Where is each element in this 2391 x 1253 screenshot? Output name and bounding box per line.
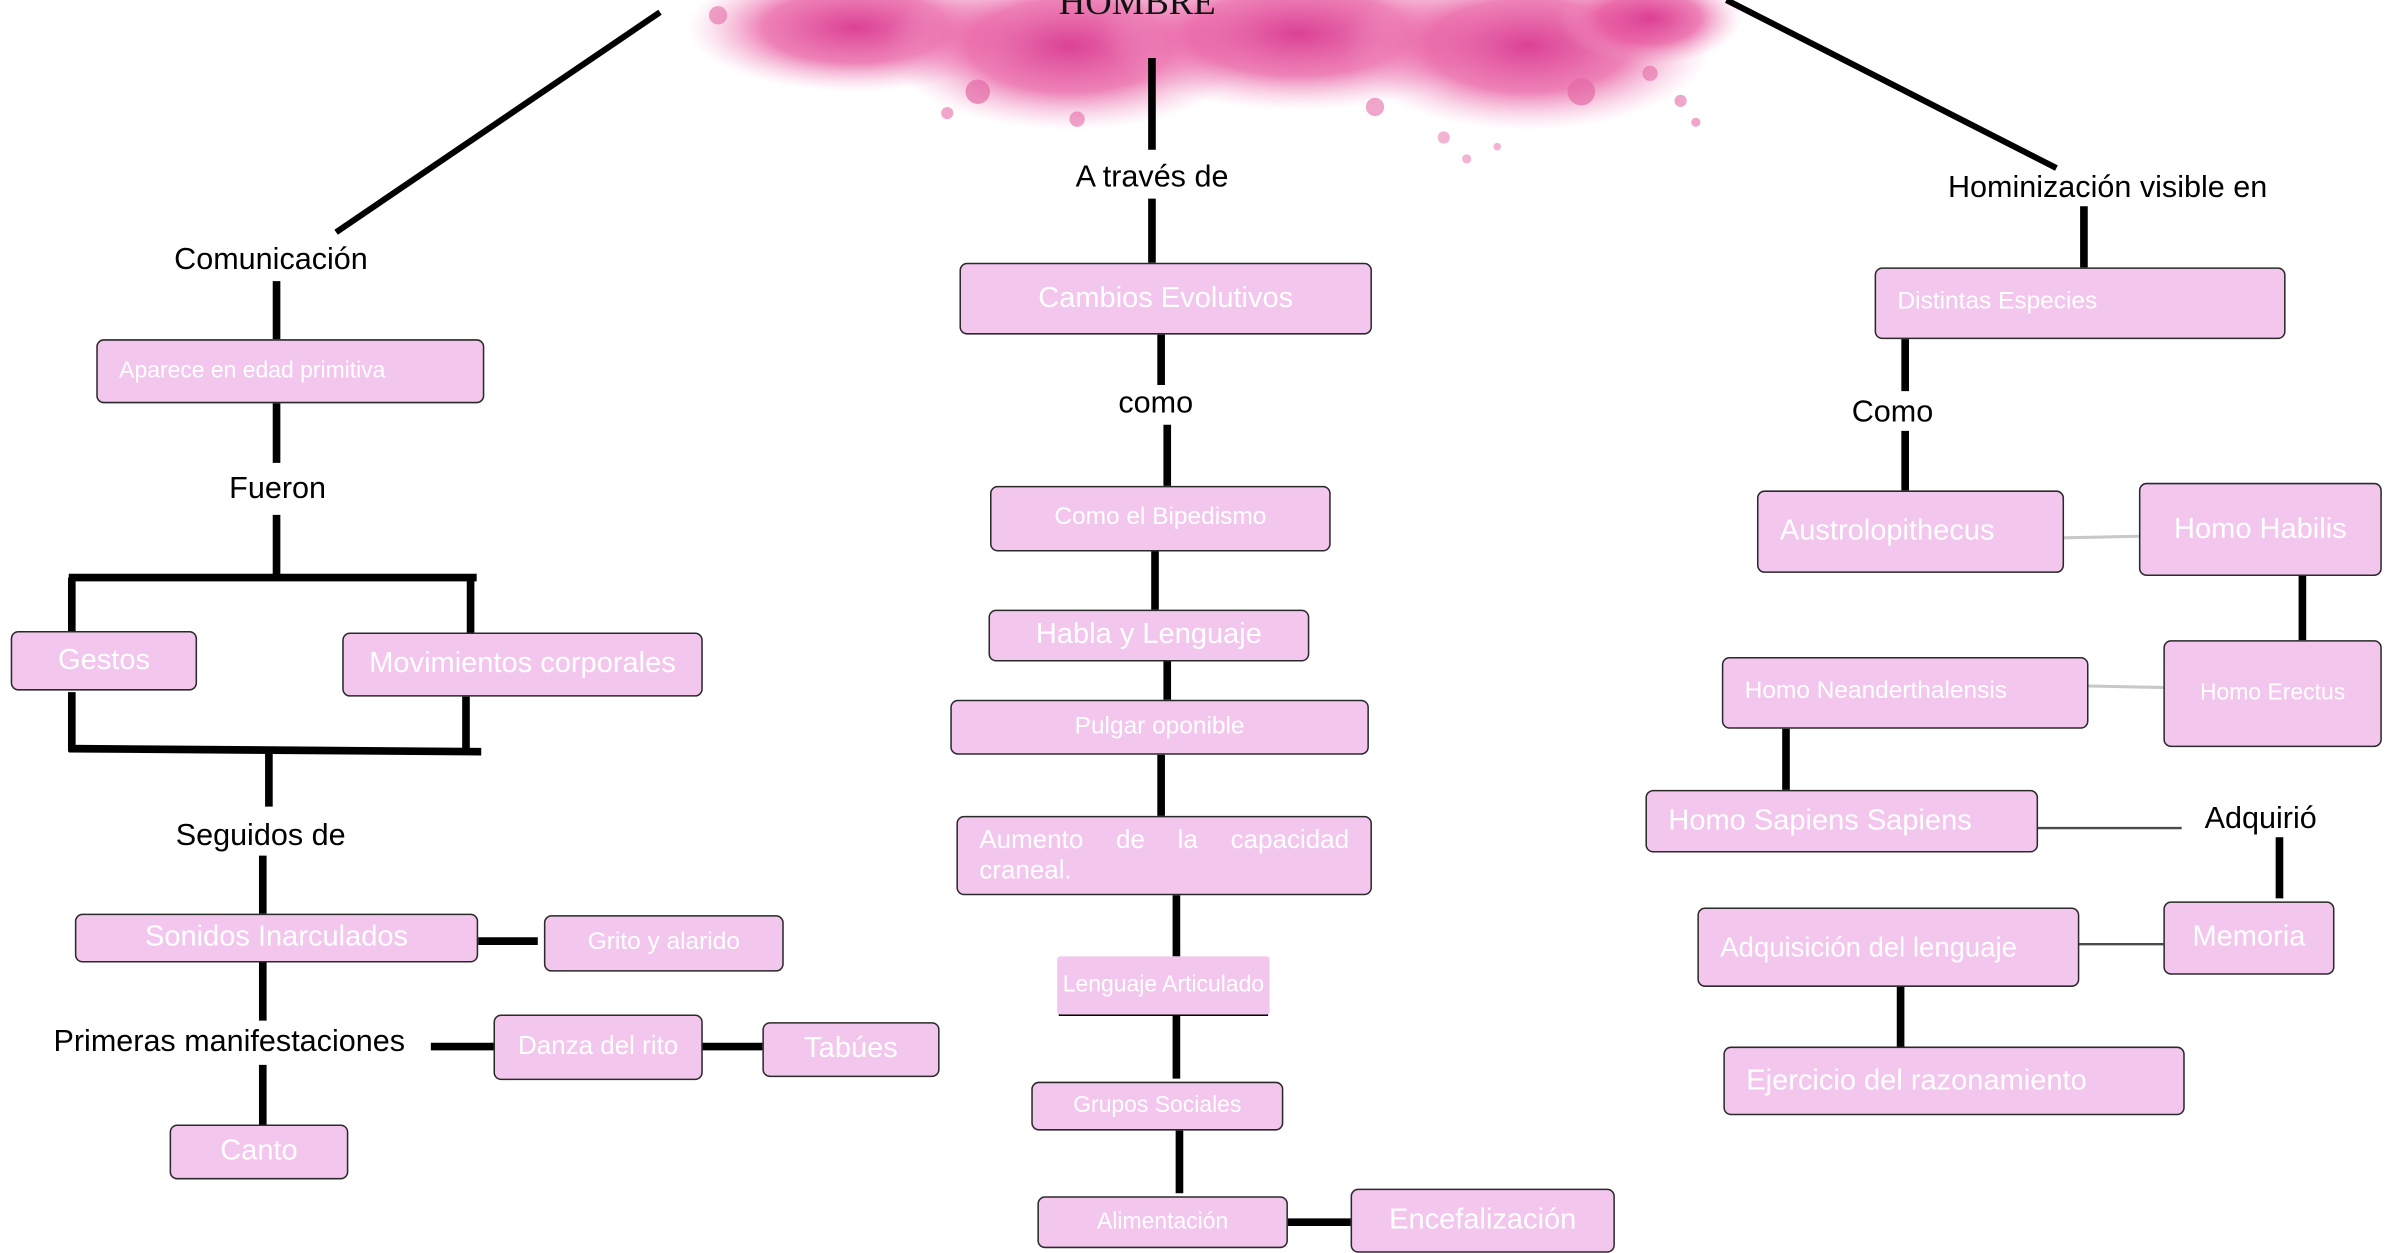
label-adquirio: Adquirió (2204, 802, 2317, 836)
box-austrolopithecus: Austrolopithecus (1756, 490, 2065, 573)
box-aparece-edad-primitiva: Aparece en edad primitiva (96, 339, 485, 404)
box-tabues: Tabúes (762, 1022, 940, 1078)
box-grupos-sociales: Grupos Sociales (1031, 1081, 1284, 1131)
box-habla-lenguaje: Habla y Lenguaje (988, 609, 1310, 662)
box-homo-neanderthalensis: Homo Neanderthalensis (1721, 656, 2089, 729)
box-memoria: Memoria (2163, 901, 2335, 975)
label-como-center: como (1118, 386, 1194, 421)
label-primeras-manifestaciones: Primeras manifestaciones (53, 1025, 406, 1059)
box-distintas-especies: Distintas Especies (1874, 267, 2286, 340)
box-capacidad-craneal: Aumento de la capacidad craneal. (956, 815, 1372, 896)
label-a-traves-de: A través de (1075, 160, 1229, 195)
box-homo-sapiens-sapiens: Homo Sapiens Sapiens (1645, 789, 2039, 853)
box-bipedismo: Como el Bipedismo (990, 485, 1331, 552)
label-como-right: Como (1851, 395, 1934, 430)
box-homo-habilis: Homo Habilis (2138, 482, 2382, 576)
box-sonidos-inarculados: Sonidos Inarculados (74, 913, 479, 963)
box-movimientos-corporales: Movimientos corporales (342, 632, 703, 697)
box-alimentacion: Alimentación (1037, 1196, 1288, 1249)
main-title: HOMBRE (1058, 0, 1216, 23)
label-hominizacion: Hominización visible en (1947, 171, 2268, 205)
box-gestos: Gestos (10, 630, 198, 691)
box-encefalizacion: Encefalización (1350, 1188, 1615, 1253)
box-ejercicio-razonamiento: Ejercicio del razonamiento (1723, 1046, 2185, 1116)
box-cambios-evolutivos: Cambios Evolutivos (959, 262, 1372, 335)
box-pulgar-oponible: Pulgar oponible (950, 699, 1369, 755)
box-lenguaje-articulado: Lenguaje Articulado (1057, 956, 1270, 1015)
ink-splash-decoration (687, 0, 1742, 164)
box-homo-erectus: Homo Erectus (2163, 640, 2382, 748)
box-canto: Canto (169, 1124, 349, 1180)
box-grito-alarido: Grito y alarido (543, 915, 784, 972)
label-fueron: Fueron (229, 472, 326, 506)
label-seguidos-de: Seguidos de (175, 818, 346, 853)
box-adquisicion-lenguaje: Adquisición del lenguaje (1697, 907, 2080, 987)
label-comunicacion: Comunicación (174, 242, 368, 277)
box-danza-del-rito: Danza del rito (493, 1014, 703, 1081)
